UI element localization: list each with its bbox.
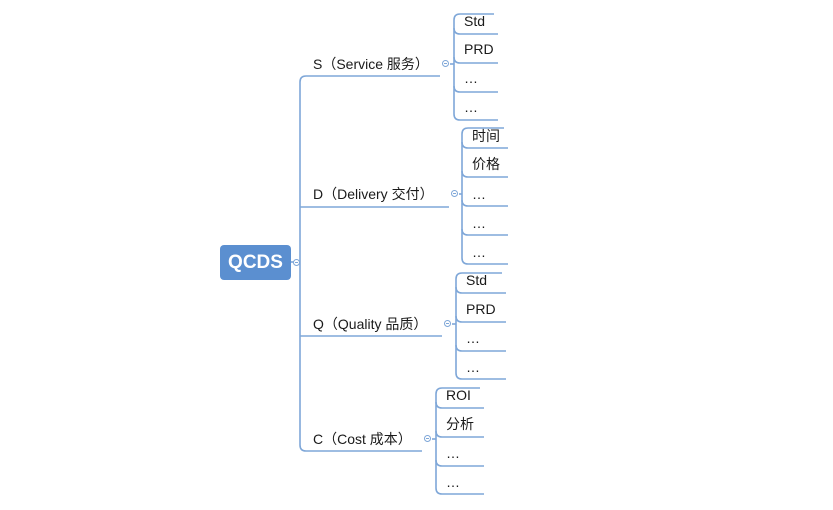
branch-service-line	[299, 75, 440, 83]
leaf-cost-3[interactable]: …	[446, 445, 460, 461]
branch-quality-collapse-icon[interactable]	[444, 320, 451, 327]
leaf-delivery-5[interactable]: …	[472, 244, 486, 260]
leaf-line-quality-4	[455, 372, 506, 380]
branch-cost-line	[299, 444, 422, 452]
leaf-line-quality-top	[455, 272, 502, 280]
leaf-service-2[interactable]: PRD	[464, 41, 494, 57]
leaf-line-delivery-top	[461, 127, 504, 135]
leaf-line-service-2	[453, 56, 498, 64]
leaf-line-service-3	[453, 85, 498, 93]
branch-label-cost[interactable]: C（Cost 成本）	[313, 431, 412, 447]
leaf-line-delivery-3	[461, 199, 508, 207]
leaf-line-delivery-4	[461, 228, 508, 236]
root-label: QCDS	[228, 251, 283, 273]
leaf-delivery-4[interactable]: …	[472, 215, 486, 231]
leaf-line-cost-4	[435, 487, 484, 495]
root-node[interactable]: QCDS	[220, 245, 291, 280]
leaf-quality-2[interactable]: PRD	[466, 301, 496, 317]
leaf-line-cost-2	[435, 430, 484, 438]
branch-cost-collapse-icon[interactable]	[424, 435, 431, 442]
leaf-line-quality-1	[455, 286, 506, 294]
leaf-line-quality-2	[455, 315, 506, 323]
branch-label-delivery[interactable]: D（Delivery 交付）	[313, 186, 434, 202]
leaf-cost-2[interactable]: 分析	[446, 416, 474, 432]
leaf-delivery-3[interactable]: …	[472, 186, 486, 202]
leaf-line-service-4	[453, 113, 498, 121]
leaf-delivery-2[interactable]: 价格	[472, 156, 500, 172]
leaf-cost-1[interactable]: ROI	[446, 387, 471, 403]
leaf-line-delivery-5	[461, 257, 508, 265]
root-collapse-icon[interactable]	[293, 259, 300, 266]
leaf-service-3[interactable]: …	[464, 70, 478, 86]
leaf-quality-1[interactable]: Std	[466, 272, 488, 288]
leaf-line-delivery-1	[461, 141, 508, 149]
branch-delivery-collapse-icon[interactable]	[451, 190, 458, 197]
leaf-line-cost-top	[435, 387, 480, 395]
leaf-line-delivery-2	[461, 170, 508, 178]
leaf-line-service-top	[453, 13, 494, 21]
leaf-quality-4[interactable]: …	[466, 359, 480, 375]
leaf-cost-4[interactable]: …	[446, 474, 460, 490]
leaf-line-cost-3	[435, 459, 484, 467]
leaf-quality-3[interactable]: …	[466, 330, 480, 346]
branch-label-service[interactable]: S（Service 服务）	[313, 56, 429, 72]
leaf-service-1[interactable]: Std	[464, 13, 486, 29]
leaf-delivery-1[interactable]: 时间	[472, 128, 500, 144]
leaf-line-service-1	[453, 27, 498, 35]
leaf-service-4[interactable]: …	[464, 99, 478, 115]
branch-label-quality[interactable]: Q（Quality 品质）	[313, 316, 428, 332]
leaf-line-quality-3	[455, 344, 506, 352]
branch-service-collapse-icon[interactable]	[442, 60, 449, 67]
leaf-line-cost-1	[435, 401, 484, 409]
